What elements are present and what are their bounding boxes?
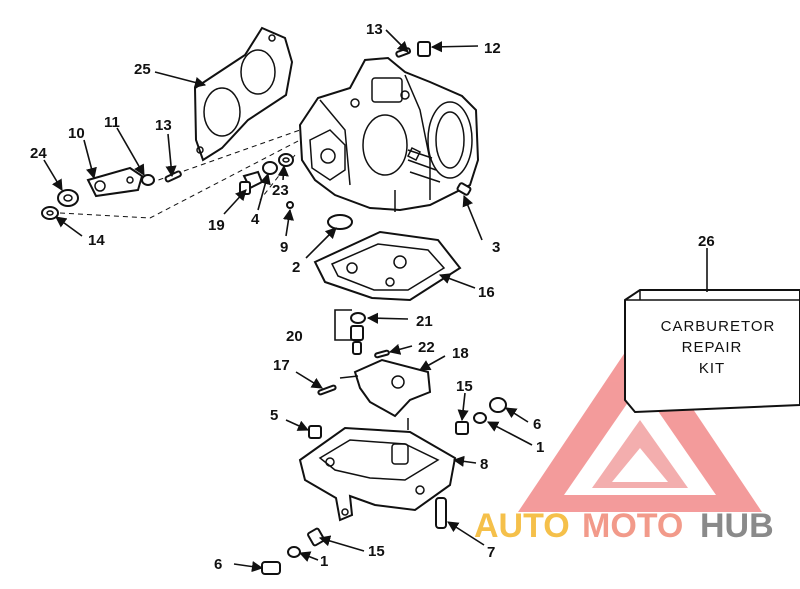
part-mounting-gasket	[193, 26, 294, 162]
callout-12: 12	[484, 40, 501, 57]
watermark-logo	[518, 330, 762, 512]
callout-21: 21	[416, 313, 433, 330]
watermark-word-moto: MOTO	[582, 507, 683, 545]
callout-25: 25	[134, 61, 151, 78]
callout-5: 5	[270, 407, 278, 424]
kit-label-line-2: REPAIR	[682, 339, 743, 356]
kit-label-line-1: CARBURETOR	[661, 318, 776, 335]
callout-26: 26	[698, 233, 715, 250]
callout-8: 8	[480, 456, 488, 473]
callout-16: 16	[478, 284, 495, 301]
part-plug	[327, 214, 353, 230]
callout-15-right: 15	[456, 378, 473, 395]
part-float-bowl	[298, 418, 457, 522]
callout-11: 11	[104, 114, 120, 131]
callout-4: 4	[251, 211, 260, 228]
part-float	[317, 358, 432, 418]
callout-24: 24	[30, 145, 47, 162]
callout-9: 9	[280, 239, 288, 256]
part-repair-kit-box[interactable]	[624, 289, 800, 414]
callout-3: 3	[492, 239, 500, 256]
part-needle-seat	[334, 309, 390, 359]
callout-1-right: 1	[536, 439, 544, 456]
part-bowl-gasket	[313, 230, 462, 302]
callout-labels: 25 13 12 10 11 13 24 14 19 4 23 9 2 3 16…	[30, 21, 715, 573]
leader-lines	[43, 29, 708, 573]
callout-6-right: 6	[533, 416, 541, 433]
watermark-word-hub: HUB	[700, 507, 774, 545]
callout-18: 18	[452, 345, 469, 362]
callout-6-bottom: 6	[214, 556, 222, 573]
callout-17: 17	[273, 357, 290, 374]
callout-7: 7	[487, 544, 495, 561]
callout-13-left: 13	[155, 117, 172, 134]
watermark-word-auto: AUTO	[474, 507, 570, 545]
callout-10: 10	[68, 125, 85, 142]
callout-19: 19	[208, 217, 225, 234]
callout-22: 22	[418, 339, 435, 356]
part-throttle-lever	[41, 166, 182, 220]
part-carburetor-body	[298, 56, 480, 212]
callout-14: 14	[88, 232, 105, 249]
callout-13-top: 13	[366, 21, 383, 38]
watermark-wordmark: AUTO MOTO HUB	[474, 507, 774, 545]
kit-label-line-3: KIT	[699, 360, 725, 377]
callout-23: 23	[272, 182, 289, 199]
callout-2: 2	[292, 259, 300, 276]
callout-1-bottom: 1	[320, 553, 328, 570]
callout-20: 20	[286, 328, 303, 345]
callout-15-bottom: 15	[368, 543, 385, 560]
